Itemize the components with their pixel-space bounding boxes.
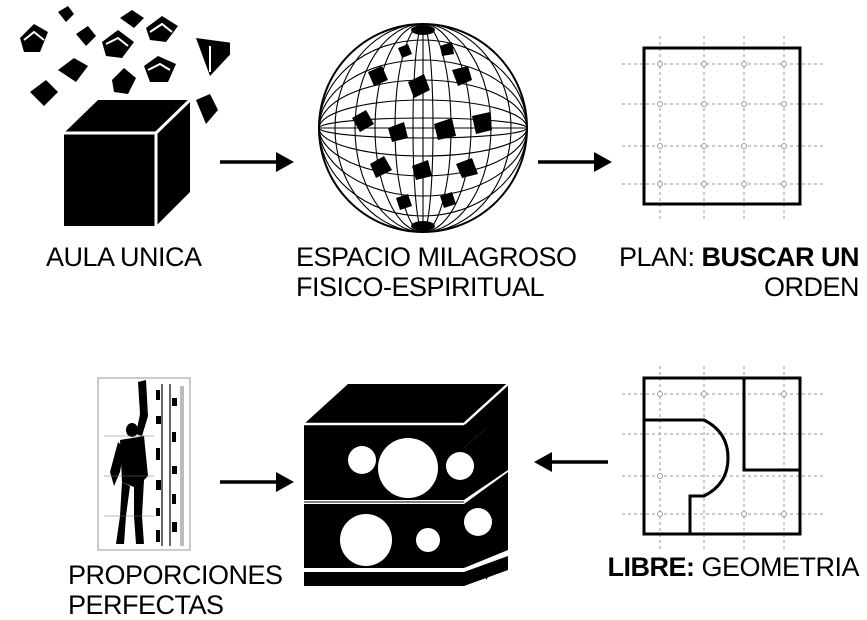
label-proporciones-perfectas: PROPORCIONES PERFECTAS [68,560,283,620]
label-aula-unica: AULA UNICA [46,242,202,272]
arrow-left-icon [534,452,608,472]
label-espacio-line1: ESPACIO MILAGROSO [296,242,577,272]
label-proporciones-line2: PERFECTAS [68,590,224,620]
label-plan-line2: ORDEN [763,272,860,302]
label-libre-bold: LIBRE: [607,552,695,582]
modulor-figure-icon [97,377,191,551]
exploding-cube-icon [20,6,230,226]
label-plan-line1: PLAN: BUSCAR UN [618,242,860,272]
label-libre-suffix: GEOMETRIA [694,552,859,582]
label-plan-buscar-orden: PLAN: BUSCAR UN ORDEN [618,242,860,302]
arrow-right-icon [220,472,294,492]
label-proporciones-line1: PROPORCIONES [68,560,283,590]
wireframe-sphere-icon [318,23,528,233]
label-espacio-milagroso: ESPACIO MILAGROSO FISICO-ESPIRITUAL [296,242,577,302]
arrow-right-icon [220,152,294,172]
grid-plan-free-geometry-icon [622,366,824,552]
grid-plan-square-icon [622,36,824,222]
label-plan-prefix: PLAN: [618,242,702,272]
layered-slabs-spheres-icon [304,383,509,586]
label-plan-bold: BUSCAR UN [701,242,860,272]
arrow-right-icon [538,152,612,172]
label-libre-geometria: LIBRE: GEOMETRIA [607,552,859,582]
label-espacio-line2: FISICO-ESPIRITUAL [296,272,545,302]
